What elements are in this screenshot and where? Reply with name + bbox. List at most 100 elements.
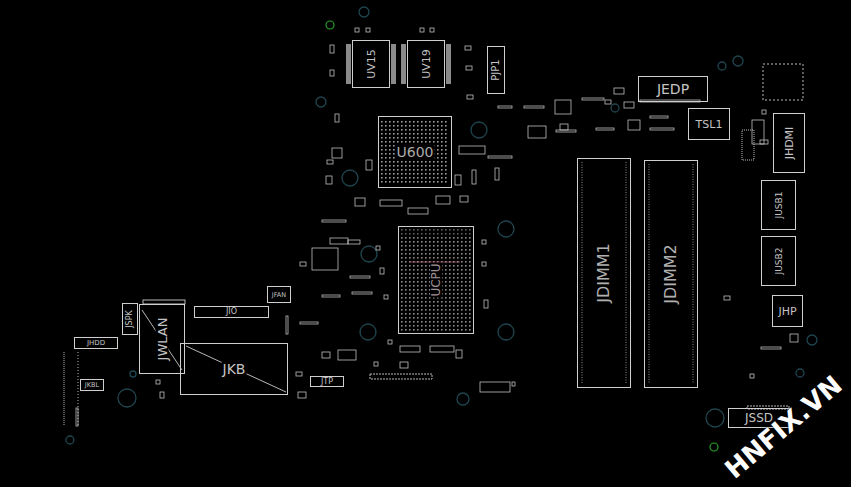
smd-part [400,362,408,368]
smd-part [400,346,420,352]
smd-part [465,46,471,50]
bga-pads [401,229,471,331]
smd-part [374,362,378,366]
smd-part [420,28,424,32]
component-outline: JHDMI [773,113,805,173]
smd-part [352,292,372,294]
smd-part [750,374,754,378]
component-outline: JUSB2 [761,236,796,286]
component-outline: TSL1 [688,108,730,140]
smd-part [761,347,781,349]
part-label: JFAN [271,291,287,298]
smd-part [322,295,340,297]
smd-part [350,276,370,278]
fiducial [326,21,718,451]
smd-part [455,175,461,185]
smd-part [624,102,634,108]
component-outline: JHDD [74,337,118,349]
part-label: U600 [396,145,435,159]
smd-part [322,352,330,358]
part-label: JEDP [656,82,690,96]
smd-part [430,346,454,352]
part-label: UV19 [421,48,432,80]
mounting-hole [66,7,817,444]
part-label: JKBL [84,382,100,389]
part-label: JKB [222,362,247,376]
component-outline: JSPK [122,303,138,335]
smd-part [460,196,468,202]
smd-part [650,116,668,118]
smd-part [300,262,306,266]
smd-part [596,128,614,130]
smd-part [472,170,476,184]
smd-part [388,340,392,344]
part-label: JDIMM2 [663,243,679,305]
pad-row [346,44,451,84]
component-outline: UCPU [398,226,474,334]
smd-part [326,176,332,184]
smd-part [528,126,546,138]
smd-part [327,160,333,164]
smd-parts [76,28,798,426]
smd-part [650,128,674,130]
part-label: TSL1 [695,119,724,130]
smd-part [312,248,338,270]
smd-part [436,196,450,204]
smd-part [355,198,365,206]
component-outline: JWLAN [139,304,185,374]
smd-part [380,268,384,274]
component-outline: PJP1 [487,46,505,94]
component-outline: UV19 [407,40,445,88]
smd-part [330,238,348,244]
smd-part [330,70,334,76]
component-outline: JIO [194,306,269,318]
smd-part [366,160,372,170]
smd-part [300,322,318,324]
smd-part [380,200,402,206]
component-outline: JFAN [267,286,291,303]
smd-part [286,316,288,334]
part-label: PJP1 [491,58,501,81]
smd-part [524,106,544,108]
smd-part [384,295,388,299]
component-outline: JKBL [80,379,104,391]
smd-part [560,124,568,130]
smd-part [296,372,302,376]
smd-part [482,262,486,266]
smd-part [459,146,485,154]
part-label: JUSB1 [774,191,783,220]
smd-part [330,45,334,53]
component-outline: JHP [772,295,803,327]
component-outline: JDIMM2 [644,160,698,388]
smd-part [790,334,798,342]
smd-part [76,408,78,426]
smd-part [498,106,512,108]
part-label: JHDMI [784,126,795,161]
smd-part [555,100,571,114]
smd-part [338,350,356,360]
smd-part [482,240,486,244]
watermark: HNFIX.VN [719,369,848,484]
part-label: JDIMM1 [596,242,612,304]
smd-part [408,208,428,214]
part-label: JWLAN [156,317,169,362]
smd-part [348,240,360,244]
connector-diagonal [64,64,803,426]
smd-part [298,392,306,398]
part-label: JHP [777,306,797,317]
smd-part [582,98,604,100]
smd-part [495,168,499,180]
component-outline: JUSB1 [761,180,796,230]
smd-part [628,120,640,130]
part-label: JIO [225,308,238,316]
part-label: UCPU [430,262,442,297]
smd-part [332,148,342,158]
smd-part [366,28,370,32]
smd-part [488,156,512,158]
smd-part [467,95,473,99]
smd-part [160,392,164,398]
component-outline: JEDP [638,76,708,102]
component-outline: JKB [180,343,288,395]
part-label: JUSB2 [774,247,783,276]
smd-part [322,220,346,222]
